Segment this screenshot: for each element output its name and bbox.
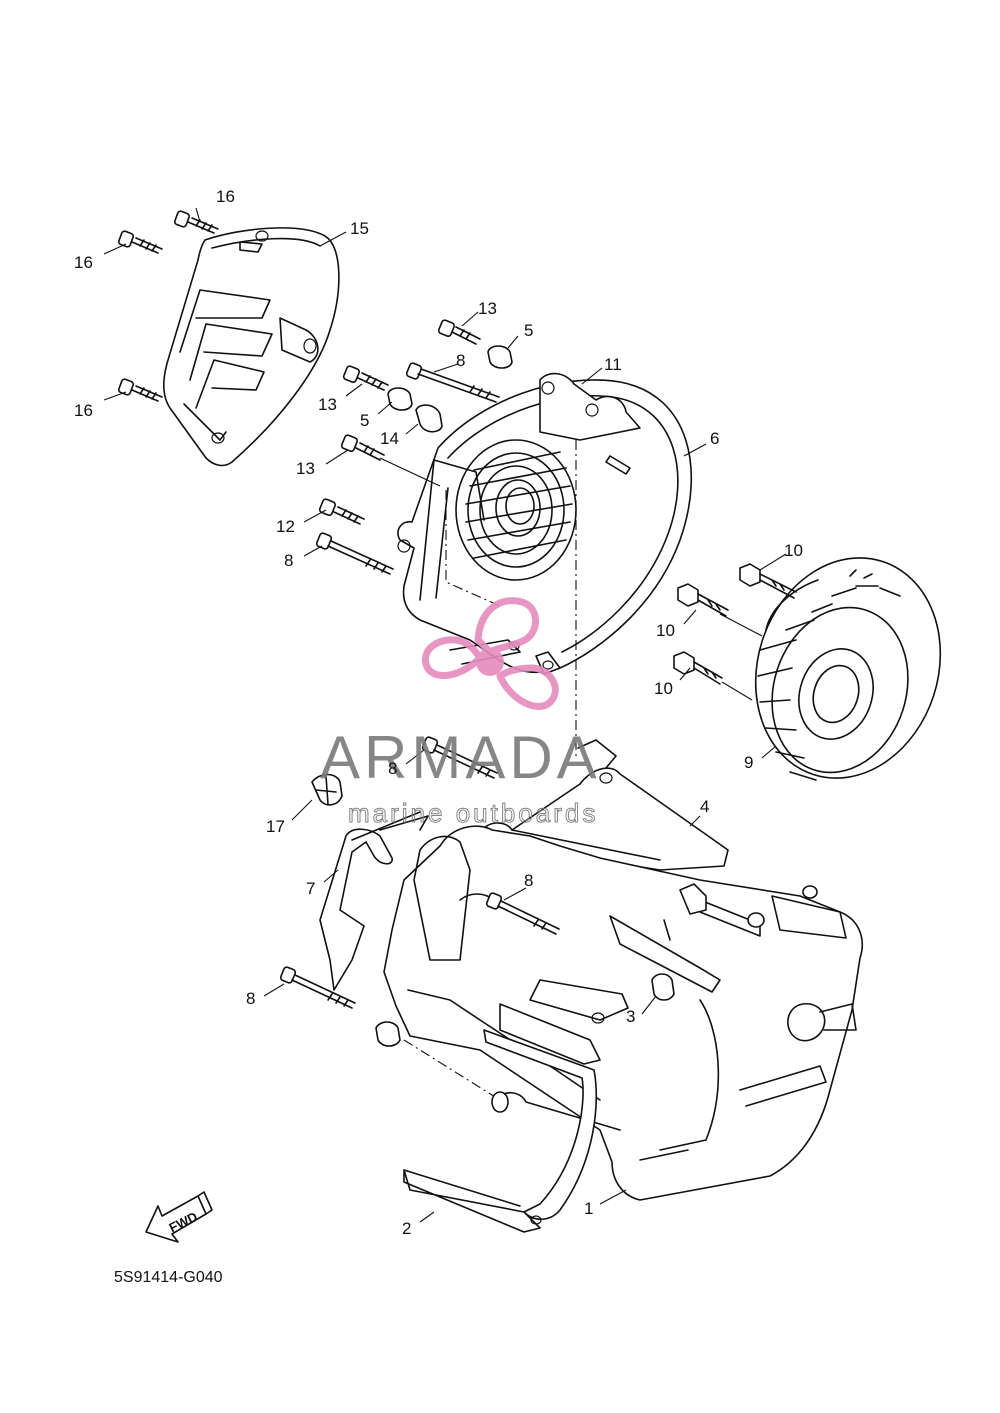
- part-1-main-housing: [375, 825, 864, 1201]
- watermark-title: ARMADA: [320, 724, 601, 791]
- armada-watermark: ARMADA marine outboards: [320, 597, 601, 829]
- callout-label: 8: [456, 351, 465, 370]
- assembly-line-4: [403, 1039, 501, 1101]
- callout-label: 13: [318, 395, 337, 414]
- callout-label: 16: [74, 401, 93, 420]
- callout-label: 8: [284, 551, 293, 570]
- assembly-line-6: [719, 613, 763, 637]
- bolt-13-c: [340, 434, 385, 461]
- bolt-8-b: [315, 532, 394, 575]
- fwd-arrow: FWD: [145, 1191, 213, 1243]
- bolt-8-a: [405, 362, 500, 403]
- callout-label: 8: [388, 759, 397, 778]
- bolt-10-b: [677, 583, 729, 617]
- part-2-u-strap: [403, 1029, 598, 1233]
- propeller-blade-top: [474, 597, 540, 656]
- callout-label: 1: [584, 1199, 593, 1218]
- callout-label: 4: [700, 797, 709, 816]
- bolt-8-e: [421, 736, 498, 779]
- bolt-12: [318, 498, 365, 525]
- callout-label: 11: [604, 355, 622, 374]
- spacer-5-a: [487, 345, 513, 369]
- part-9-flywheel-fan: [754, 557, 942, 781]
- callout-label: 2: [402, 1219, 411, 1238]
- callout-label: 6: [710, 429, 719, 448]
- callout-label: 9: [744, 753, 753, 772]
- propeller-logo: [421, 597, 559, 710]
- bolt-16-a: [174, 210, 219, 234]
- spacer-14: [415, 404, 443, 433]
- part-7-bracket-strip: [319, 811, 429, 991]
- callout-label: 10: [784, 541, 803, 560]
- part-15-louver-cover: [162, 227, 340, 467]
- propeller-hub: [476, 648, 504, 676]
- callout-label: 16: [216, 187, 235, 206]
- assembly-line-5: [379, 457, 441, 487]
- callout-label: 7: [306, 879, 315, 898]
- propeller-blade-right: [496, 664, 559, 710]
- bolt-13-b: [342, 365, 389, 391]
- callout-label: 3: [626, 1007, 635, 1026]
- callout-label: 12: [276, 517, 295, 536]
- callout-label: 8: [524, 871, 533, 890]
- propeller-blade-left: [421, 636, 484, 679]
- bolt-10-a: [739, 563, 797, 599]
- callout-label: 10: [654, 679, 673, 698]
- bolt-16-c: [118, 378, 163, 402]
- callout-labels: 16 16 16 15 13 5 8 11 13 5 14 6 13 12 8 …: [74, 187, 803, 1238]
- callout-label: 17: [266, 817, 285, 836]
- part-6-fan-housing: [397, 372, 692, 675]
- callout-label: 14: [380, 429, 399, 448]
- callout-label: 5: [524, 321, 533, 340]
- bolt-13-a: [437, 319, 481, 345]
- callout-label: 16: [74, 253, 93, 272]
- callout-label: 13: [296, 459, 315, 478]
- callout-label: 5: [360, 411, 369, 430]
- bolt-8-c: [485, 892, 560, 935]
- callout-label: 8: [246, 989, 255, 1008]
- bolt-8-d: [279, 966, 356, 1009]
- fwd-arrow-icon: [145, 1195, 207, 1243]
- bolt-16-b: [118, 230, 163, 254]
- callout-label: 13: [478, 299, 497, 318]
- assembly-line-7: [721, 681, 753, 701]
- leader-lines: [103, 207, 787, 1223]
- part-17-clip: [311, 773, 343, 806]
- callout-label: 10: [656, 621, 675, 640]
- spacer-5-b: [387, 387, 413, 411]
- callout-label: 15: [350, 219, 369, 238]
- diagram-code: 5S91414-G040: [114, 1269, 223, 1286]
- watermark-subtitle: marine outboards: [348, 798, 598, 828]
